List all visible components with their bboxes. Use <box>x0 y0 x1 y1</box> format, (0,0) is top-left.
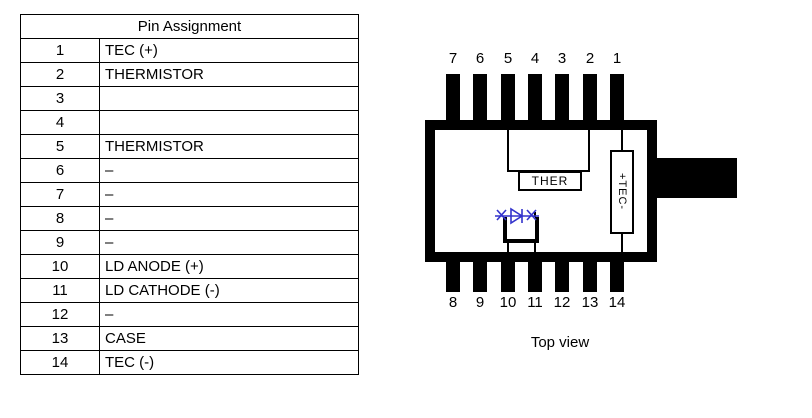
tec-box: +TEC- <box>610 150 634 234</box>
pin-label-cell: THERMISTOR <box>99 62 359 87</box>
pin-label-cell <box>99 86 359 111</box>
package-pin <box>583 74 597 120</box>
table-row: 11 LD CATHODE (-) <box>20 278 359 303</box>
table-title: Pin Assignment <box>20 14 359 39</box>
bottom-pin-label: 10 <box>499 294 517 311</box>
pin-number-cell: 13 <box>20 326 100 351</box>
fiber-tab <box>657 158 737 198</box>
table-row: 4 <box>20 110 359 135</box>
top-pin-label: 2 <box>585 50 595 67</box>
bottom-pin-label: 14 <box>608 294 626 311</box>
pin-label-cell: TEC (+) <box>99 38 359 63</box>
tec-label: +TEC- <box>616 173 628 211</box>
pin-label-cell: – <box>99 158 359 183</box>
package-pin <box>555 262 569 292</box>
top-pin-label: 7 <box>448 50 458 67</box>
bottom-pin-label: 13 <box>581 294 599 311</box>
pin-label-cell: – <box>99 182 359 207</box>
bottom-pin-label: 8 <box>448 294 458 311</box>
pin-number-cell: 3 <box>20 86 100 111</box>
table-row: 3 <box>20 86 359 111</box>
package-pin <box>446 262 460 292</box>
package-pin <box>528 262 542 292</box>
pin-label-cell: LD CATHODE (-) <box>99 278 359 303</box>
thermistor-box: THER <box>518 171 582 191</box>
package-pin <box>610 74 624 120</box>
top-pin-label: 5 <box>503 50 513 67</box>
laser-diode-symbol <box>495 207 539 225</box>
top-pin-label: 6 <box>475 50 485 67</box>
package-pin <box>528 74 542 120</box>
pin-label-cell: CASE <box>99 326 359 351</box>
thermistor-wire <box>588 130 590 172</box>
top-pin-label: 1 <box>612 50 622 67</box>
package-pin <box>446 74 460 120</box>
table-header-row: Pin Assignment <box>20 14 359 39</box>
table-row: 8 – <box>20 206 359 231</box>
pin-number-cell: 4 <box>20 110 100 135</box>
pin-label-cell: – <box>99 206 359 231</box>
pin-number-cell: 9 <box>20 230 100 255</box>
table-row: 9 – <box>20 230 359 255</box>
pin-number-cell: 14 <box>20 350 100 375</box>
pin-number-cell: 10 <box>20 254 100 279</box>
pin-label-cell: LD ANODE (+) <box>99 254 359 279</box>
pin-number-cell: 12 <box>20 302 100 327</box>
package-pin <box>555 74 569 120</box>
diagram-caption: Top view <box>530 334 590 351</box>
pin-number-cell: 8 <box>20 206 100 231</box>
table-row: 6 – <box>20 158 359 183</box>
bottom-pin-label: 9 <box>475 294 485 311</box>
thermistor-label: THER <box>531 174 569 188</box>
pin-label-cell <box>99 110 359 135</box>
pin-label-cell: THERMISTOR <box>99 134 359 159</box>
table-row: 2 THERMISTOR <box>20 62 359 87</box>
package-pin <box>501 262 515 292</box>
ld-chip-mount <box>503 217 539 243</box>
package-pin <box>583 262 597 292</box>
tec-wire <box>621 234 623 252</box>
pin-number-cell: 1 <box>20 38 100 63</box>
table-row: 14 TEC (-) <box>20 350 359 375</box>
pin-assignment-table: Pin Assignment 1 TEC (+) 2 THERMISTOR 3 … <box>20 14 359 375</box>
table-row: 10 LD ANODE (+) <box>20 254 359 279</box>
pin-number-cell: 6 <box>20 158 100 183</box>
pin-number-cell: 5 <box>20 134 100 159</box>
pin-number-cell: 2 <box>20 62 100 87</box>
package-pin <box>501 74 515 120</box>
package-pin <box>473 74 487 120</box>
top-pin-label: 3 <box>557 50 567 67</box>
pin-label-cell: – <box>99 230 359 255</box>
table-row: 7 – <box>20 182 359 207</box>
pin-label-cell: TEC (-) <box>99 350 359 375</box>
table-row: 13 CASE <box>20 326 359 351</box>
tec-wire <box>621 130 623 150</box>
top-pin-label: 4 <box>530 50 540 67</box>
bottom-pin-label: 12 <box>553 294 571 311</box>
table-row: 5 THERMISTOR <box>20 134 359 159</box>
package-pin <box>610 262 624 292</box>
pin-number-cell: 11 <box>20 278 100 303</box>
table-row: 12 – <box>20 302 359 327</box>
table-row: 1 TEC (+) <box>20 38 359 63</box>
pin-number-cell: 7 <box>20 182 100 207</box>
thermistor-wire <box>507 130 509 172</box>
pin-label-cell: – <box>99 302 359 327</box>
bottom-pin-label: 11 <box>527 294 543 311</box>
package-pin <box>473 262 487 292</box>
